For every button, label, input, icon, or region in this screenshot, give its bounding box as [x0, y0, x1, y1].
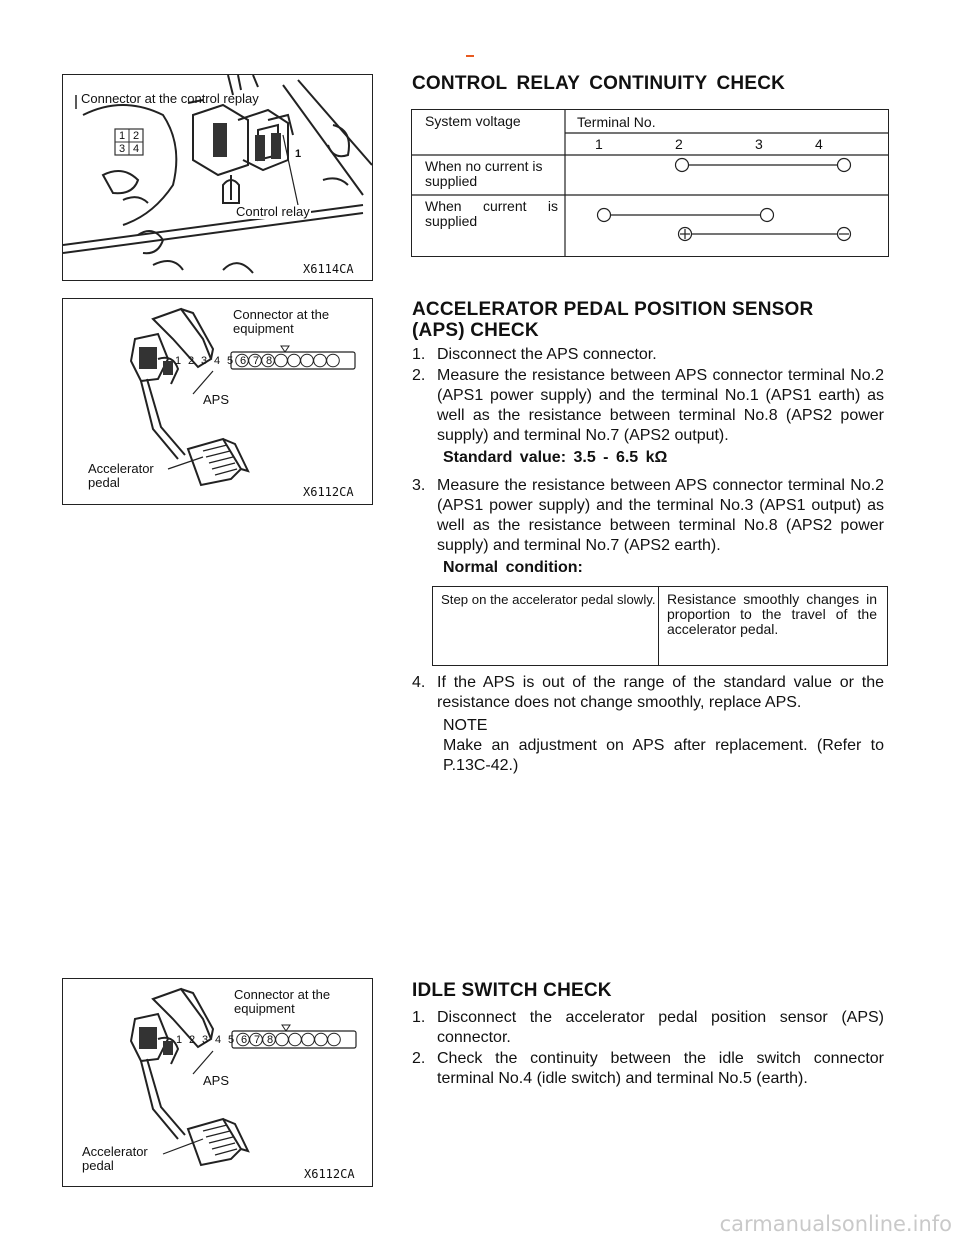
- watermark: carmanualsonline.info: [719, 1212, 952, 1236]
- terminal-3-node: [759, 207, 775, 223]
- connector-pin-7: 7: [253, 355, 260, 367]
- aps-label: APS: [203, 1073, 230, 1088]
- connector-label: Connector at the equipment: [234, 987, 331, 1016]
- connector-pin-8: 8: [267, 1034, 274, 1046]
- aps-figure: Connector at the equipment 1 2 3 4 5 6 7…: [62, 298, 373, 505]
- connector-pin-4: 4: [214, 355, 221, 367]
- relay-pin-label: 1: [295, 148, 302, 160]
- idle-step-1: Disconnect the accelerator pedal positio…: [437, 1009, 884, 1046]
- aps-step-4: If the APS is out of the range of the st…: [437, 674, 884, 711]
- connector-pin-5: 5: [227, 355, 234, 367]
- aps-step-2: Measure the resistance between APS conne…: [437, 367, 884, 444]
- aps-step-4-num: 4.: [412, 674, 426, 691]
- pin-label-2: 2: [133, 130, 140, 142]
- idle-step-1-num: 1.: [412, 1009, 426, 1026]
- aps-step-2-num: 2.: [412, 367, 426, 384]
- top-mark: [466, 55, 474, 57]
- connector-label: Connector at the equipment: [233, 307, 330, 336]
- aps-section-title-line1: ACCELERATOR PEDAL POSITION SENSOR: [412, 299, 814, 320]
- condition-table-divider: [658, 587, 660, 665]
- pedal-label: Accelerator pedal: [82, 1144, 148, 1173]
- idle-switch-figure: Connector at the equipment 1 2 3 4 5 6 7…: [62, 978, 373, 1187]
- system-voltage-header: System voltage: [425, 113, 521, 129]
- connector-pin-6: 6: [240, 355, 247, 367]
- aps-step-3: Measure the resistance between APS conne…: [437, 477, 884, 554]
- row-current-label: When current is supplied: [425, 198, 558, 229]
- idle-step-2: Check the continuity between the idle sw…: [437, 1050, 884, 1087]
- idle-switch-illustration: [129, 987, 357, 1167]
- connector-pin-7: 7: [254, 1034, 261, 1046]
- terminal-4-header: 4: [815, 136, 823, 152]
- relay-table-grid: [412, 110, 888, 256]
- condition-right: Resistance smoothly changes in proportio…: [667, 591, 877, 637]
- terminal-2-header: 2: [675, 136, 683, 152]
- figure-code: X6112CA: [304, 1167, 355, 1181]
- figure-code: X6112CA: [303, 485, 354, 499]
- pin-label-1: 1: [119, 130, 126, 142]
- aps-step-3-num: 3.: [412, 477, 426, 494]
- aps-step-1-num: 1.: [412, 346, 426, 363]
- figure-code: X6114CA: [303, 262, 354, 276]
- terminal-1-node: [596, 207, 612, 223]
- connector-pin-1: 1: [176, 1034, 183, 1046]
- idle-section-title: IDLE SWITCH CHECK: [412, 980, 612, 1001]
- pin-label-3: 3: [119, 143, 126, 155]
- pin-label-4: 4: [133, 143, 140, 155]
- control-relay-illustration: [63, 75, 372, 274]
- terminal-3-header: 3: [755, 136, 763, 152]
- connector-pin-4: 4: [215, 1034, 222, 1046]
- connector-pin-5: 5: [228, 1034, 235, 1046]
- control-relay-figure: Connector at the control replay 1 2 3 4 …: [62, 74, 373, 281]
- note-text: Make an adjustment on APS after replacem…: [443, 737, 884, 774]
- terminal-2-node: [674, 157, 690, 173]
- connector-label: Connector at the control replay: [81, 91, 259, 106]
- connector-pin-3: 3: [201, 355, 208, 367]
- normal-condition-table: Step on the accelerator pedal slowly. Re…: [432, 586, 888, 666]
- connector-pin-2: 2: [188, 355, 195, 367]
- connector-pin-8: 8: [266, 355, 273, 367]
- connector-pin-1: 1: [175, 355, 182, 367]
- connector-pin-2: 2: [189, 1034, 196, 1046]
- row-no-current-label: When no current is supplied: [425, 158, 543, 189]
- connector-pin-3: 3: [202, 1034, 209, 1046]
- relay-section-title: CONTROL RELAY CONTINUITY CHECK: [412, 73, 786, 94]
- idle-step-2-num: 2.: [412, 1050, 426, 1067]
- connector-pin-6: 6: [241, 1034, 248, 1046]
- terminal-no-header: Terminal No.: [577, 114, 656, 130]
- terminal-1-header: 1: [595, 136, 603, 152]
- aps-section-title-line2: (APS) CHECK: [412, 320, 539, 341]
- pedal-label: Accelerator pedal: [88, 461, 154, 490]
- terminal-4-node: [836, 157, 852, 173]
- aps-illustration: [129, 307, 356, 487]
- note-label: NOTE: [443, 717, 488, 734]
- aps-step-1: Disconnect the APS connector.: [437, 346, 657, 363]
- normal-condition-label: Normal condition:: [443, 559, 583, 576]
- standard-value: Standard value: 3.5 - 6.5 kΩ: [443, 449, 668, 466]
- aps-label: APS: [203, 392, 230, 407]
- condition-left: Step on the accelerator pedal slowly.: [441, 592, 656, 607]
- control-relay-label: Control relay: [235, 204, 311, 219]
- relay-continuity-table: System voltage Terminal No. 1 2 3 4 When…: [411, 109, 889, 257]
